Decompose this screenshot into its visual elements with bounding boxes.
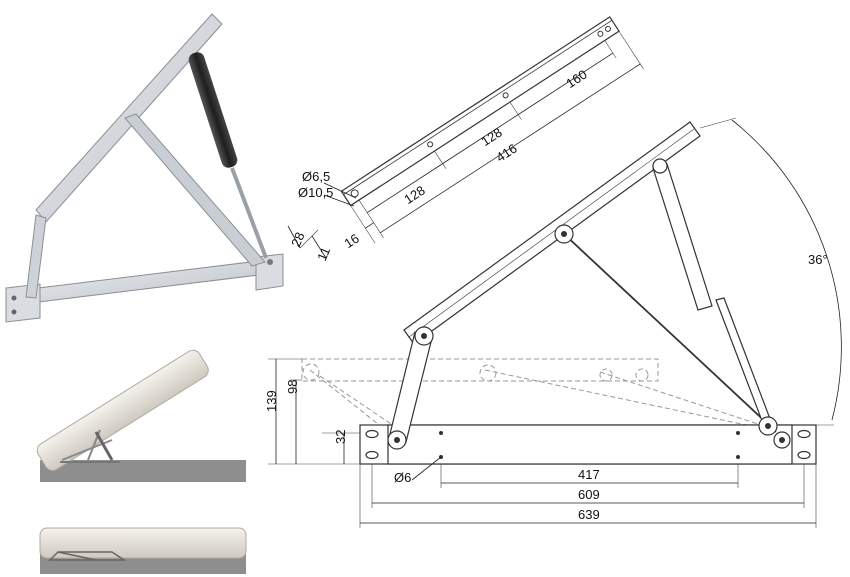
base-bar-inner bbox=[387, 424, 793, 465]
slot-icon bbox=[797, 429, 811, 439]
angle-arc bbox=[731, 119, 842, 421]
dim-hole-spacing: 417 bbox=[578, 467, 600, 482]
dim-arm-length: 416 bbox=[493, 141, 519, 165]
hole-icon bbox=[350, 189, 359, 198]
dim-outer-length: 639 bbox=[578, 507, 600, 522]
dim-spacing-a: 128 bbox=[401, 183, 427, 207]
dim-first-hole: 16 bbox=[341, 231, 361, 251]
dim-inner-length: 609 bbox=[578, 487, 600, 502]
slot-icon bbox=[365, 429, 379, 439]
arm-profile bbox=[340, 16, 620, 207]
front-strut bbox=[25, 214, 47, 299]
bed-open-illustration bbox=[36, 349, 246, 482]
gas-spring-body bbox=[652, 163, 713, 311]
arm-detail-drawing: Ø6,5 Ø10,5 28 11 16 128 128 160 416 bbox=[287, 16, 644, 263]
hole-icon bbox=[502, 92, 509, 99]
closed-arm-ghost bbox=[301, 358, 659, 382]
diagonal-strut bbox=[124, 113, 266, 267]
mount-hole-icon bbox=[11, 295, 17, 301]
side-view-drawing: 36° 139 98 32 Ø6 417 609 639 bbox=[264, 117, 842, 528]
mount-hole-icon bbox=[736, 431, 740, 435]
dim-height-total: 139 bbox=[264, 390, 279, 412]
lid-panel bbox=[39, 527, 247, 559]
slot-icon bbox=[797, 450, 811, 460]
lid-panel bbox=[36, 349, 209, 471]
hole-icon bbox=[597, 30, 604, 37]
gas-spring-body bbox=[188, 52, 238, 168]
mount-hole-icon bbox=[736, 455, 740, 459]
gas-spring-piston bbox=[715, 297, 773, 427]
product-3d-view bbox=[5, 13, 284, 323]
bed-closed-illustration bbox=[39, 527, 247, 574]
pivot-icon bbox=[652, 158, 668, 174]
mount-hole-icon bbox=[11, 309, 17, 315]
dim-arm-width: 28 bbox=[288, 230, 307, 249]
dim-spacing-b: 128 bbox=[478, 125, 504, 149]
mount-hole-icon bbox=[439, 431, 443, 435]
hole-icon bbox=[604, 25, 611, 32]
dim-mount-hole: Ø6 bbox=[394, 470, 411, 485]
dim-height-base: 32 bbox=[333, 430, 348, 444]
base-bar bbox=[5, 257, 284, 307]
gas-spring-rod bbox=[230, 167, 268, 259]
floor-block bbox=[40, 460, 246, 482]
dim-edge-offset: 11 bbox=[314, 245, 333, 263]
hole-icon bbox=[427, 141, 434, 148]
slot-icon bbox=[365, 450, 379, 460]
dim-height-closed: 98 bbox=[285, 380, 300, 394]
dim-hole-small: Ø6,5 bbox=[302, 169, 330, 184]
dim-angle: 36° bbox=[808, 252, 828, 267]
dim-hole-large: Ø10,5 bbox=[298, 185, 333, 200]
pivot-icon bbox=[267, 259, 273, 265]
diagonal-strut bbox=[557, 227, 777, 433]
